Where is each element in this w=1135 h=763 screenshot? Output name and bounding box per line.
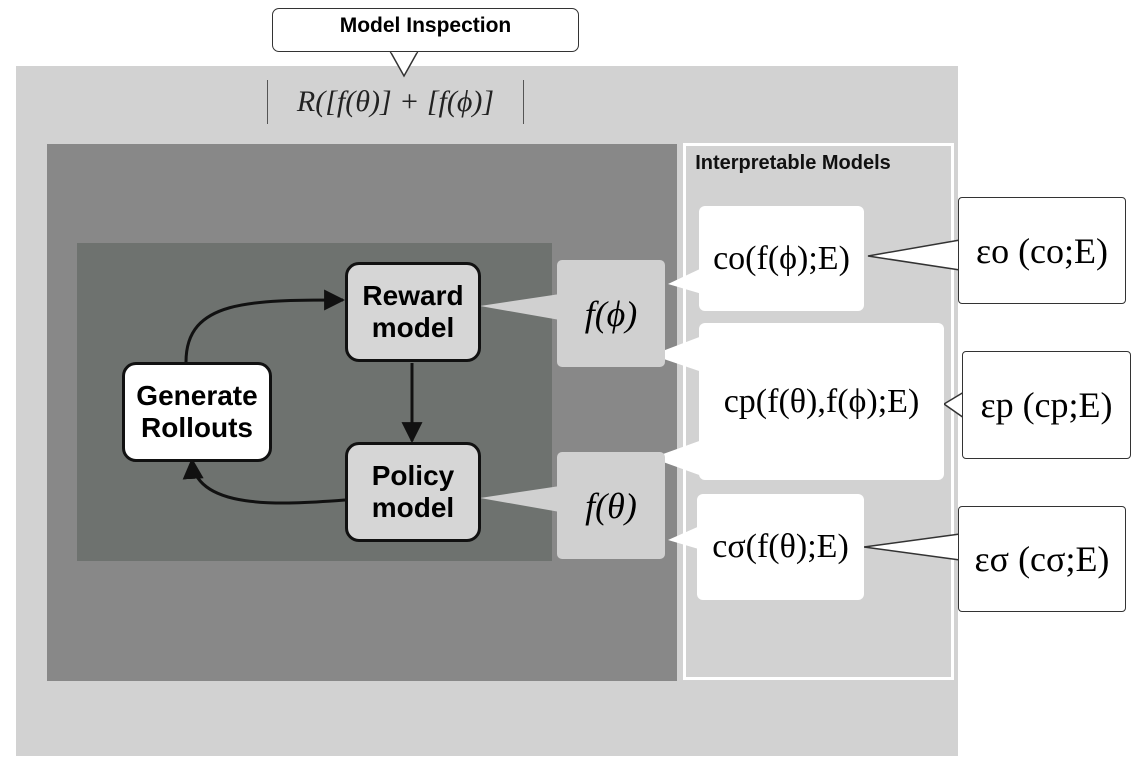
c-p-box: cp(f(θ),f(ϕ);E) bbox=[699, 323, 944, 480]
pointer-eps-p bbox=[942, 391, 965, 419]
reward-model-line2: model bbox=[371, 312, 455, 343]
reward-model-node: Reward model bbox=[345, 262, 481, 362]
wedge-co-to-fphi bbox=[668, 268, 702, 294]
wedge-cp-to-fphi bbox=[652, 336, 702, 372]
f-theta-box: f(θ) bbox=[557, 452, 665, 559]
callout-tail bbox=[388, 50, 420, 78]
arrow-generate-to-reward bbox=[184, 289, 346, 363]
eps-p-box: εp (cp;E) bbox=[962, 351, 1131, 459]
wedge-policy-to-ftheta bbox=[480, 486, 560, 512]
generate-rollouts-node: Generate Rollouts bbox=[122, 362, 272, 462]
wedge-csigma-to-ftheta bbox=[668, 525, 702, 550]
pointer-eps-sigma bbox=[863, 533, 961, 561]
f-phi-box: f(ϕ) bbox=[557, 260, 665, 367]
c-sigma-box: cσ(f(θ);E) bbox=[697, 494, 864, 600]
generate-rollouts-line2: Rollouts bbox=[141, 412, 253, 443]
interpretable-models-title: Interpretable Models bbox=[695, 152, 891, 174]
generate-rollouts-line1: Generate bbox=[136, 380, 258, 411]
eps-sigma-box: εσ (cσ;E) bbox=[958, 506, 1126, 612]
reward-formula: R([f(θ)] + [f(ϕ)] bbox=[267, 80, 524, 124]
interpretable-models-panel bbox=[683, 143, 954, 680]
reward-model-line1: Reward bbox=[362, 280, 464, 311]
model-inspection-title: Model Inspection bbox=[339, 14, 512, 37]
policy-model-line1: Policy bbox=[371, 460, 455, 491]
wedge-cp-to-ftheta bbox=[652, 440, 702, 476]
model-inspection-callout: Model Inspection bbox=[272, 8, 579, 52]
pointer-eps-o bbox=[867, 239, 961, 271]
c-o-box: co(f(ϕ);E) bbox=[699, 206, 864, 311]
eps-o-box: εo (co;E) bbox=[958, 197, 1126, 304]
policy-model-line2: model bbox=[371, 492, 455, 523]
policy-model-node: Policy model bbox=[345, 442, 481, 542]
wedge-reward-to-fphi bbox=[480, 294, 560, 320]
arrow-policy-to-generate bbox=[182, 457, 346, 505]
